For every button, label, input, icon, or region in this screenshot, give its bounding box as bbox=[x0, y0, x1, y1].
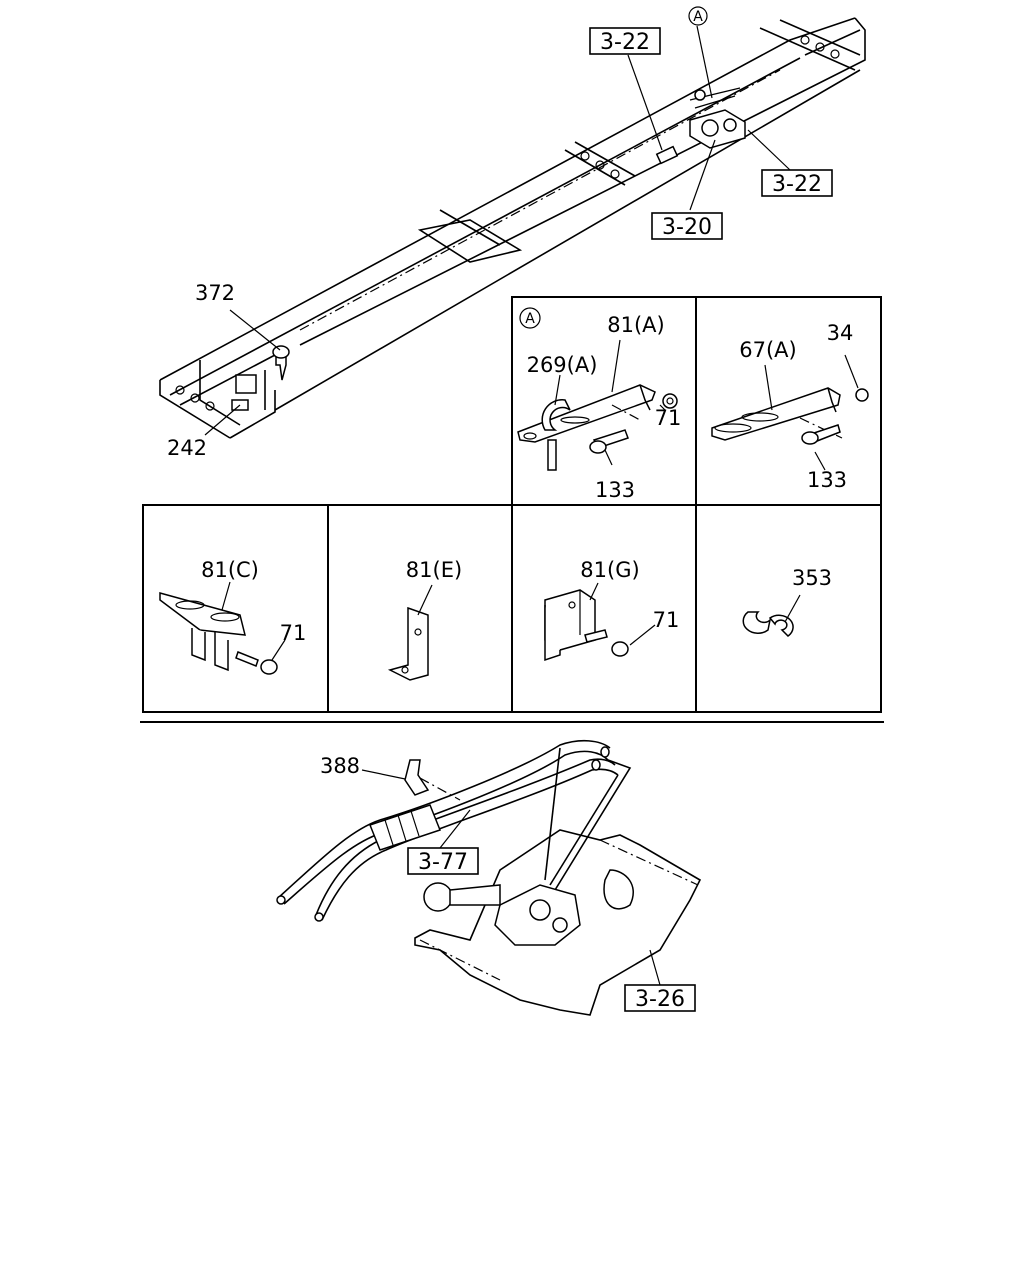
detail-cell-353 bbox=[742, 594, 801, 637]
svg-text:3-26: 3-26 bbox=[635, 987, 685, 1012]
detail-cell-a: A bbox=[517, 307, 678, 471]
chassis-frame bbox=[159, 17, 866, 439]
ref-3-22-top: 3-22 bbox=[589, 27, 661, 55]
ref-3-77: 3-77 bbox=[407, 847, 479, 875]
label-67a: 67(A) bbox=[739, 338, 796, 362]
hose-assembly bbox=[276, 739, 702, 1016]
svg-text:A: A bbox=[525, 311, 535, 327]
svg-text:3-20: 3-20 bbox=[662, 215, 712, 240]
label-71a: 71 bbox=[655, 406, 682, 430]
svg-text:3-22: 3-22 bbox=[772, 172, 822, 197]
front-bracket-parts bbox=[231, 345, 290, 411]
label-81e: 81(E) bbox=[406, 558, 462, 582]
label-133a: 133 bbox=[595, 478, 635, 502]
label-388: 388 bbox=[320, 754, 360, 778]
detail-cell-67a bbox=[711, 354, 869, 471]
label-269a: 269(A) bbox=[527, 353, 598, 377]
ref-3-22-right: 3-22 bbox=[761, 169, 833, 197]
label-81g: 81(G) bbox=[580, 558, 639, 582]
label-34: 34 bbox=[827, 321, 854, 345]
label-372: 372 bbox=[195, 281, 235, 305]
label-71b: 71 bbox=[280, 621, 307, 645]
ref-3-26: 3-26 bbox=[624, 984, 696, 1012]
label-81c: 81(C) bbox=[201, 558, 259, 582]
valve-assembly bbox=[689, 87, 746, 149]
svg-text:3-77: 3-77 bbox=[418, 850, 468, 875]
label-353: 353 bbox=[792, 566, 832, 590]
ref-3-20: 3-20 bbox=[651, 212, 723, 240]
label-242: 242 bbox=[167, 436, 207, 460]
detail-cell-81g bbox=[544, 582, 656, 662]
label-81a: 81(A) bbox=[607, 313, 664, 337]
detail-marker-top: A bbox=[688, 6, 708, 26]
label-133b: 133 bbox=[807, 468, 847, 492]
svg-text:A: A bbox=[693, 9, 703, 25]
detail-cell-81c bbox=[159, 581, 286, 675]
detail-cell-81e bbox=[387, 584, 433, 681]
detail-grid bbox=[142, 296, 882, 713]
svg-text:3-22: 3-22 bbox=[600, 30, 650, 55]
label-71c: 71 bbox=[653, 608, 680, 632]
